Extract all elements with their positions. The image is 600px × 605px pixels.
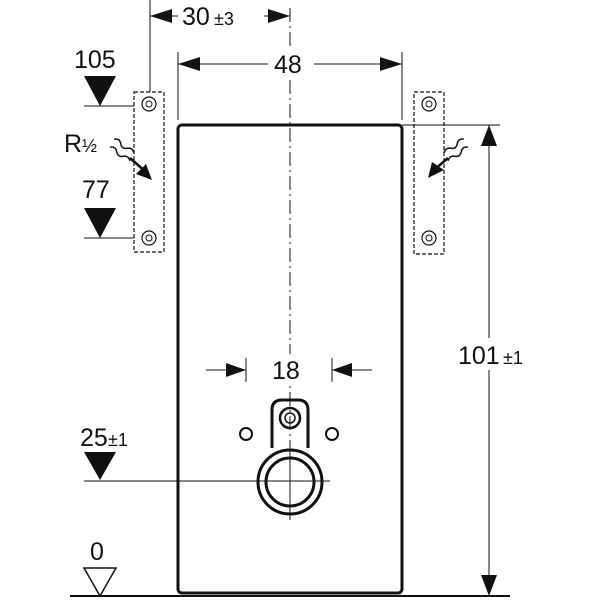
flush-water-inlet-icon xyxy=(270,398,310,448)
dim-18-label: 18 xyxy=(272,357,300,385)
level-25-tolerance: ±1 xyxy=(108,430,128,450)
dim-48-arrow-left xyxy=(178,57,200,71)
dim-48-arrow-right xyxy=(380,57,402,71)
dim-48-label-bg xyxy=(268,50,314,78)
level-0-label: 0 xyxy=(90,538,104,566)
right-mounting-bracket xyxy=(413,91,445,255)
level-105-marker xyxy=(84,76,116,106)
left-water-supply-icon xyxy=(110,138,152,180)
level-0-marker xyxy=(82,567,118,598)
dim-18-label-bg xyxy=(266,354,312,384)
dim-30-arrow-left xyxy=(150,9,172,23)
dim-30-tolerance: ±3 xyxy=(214,9,234,29)
dim-30-label-bg xyxy=(178,2,264,30)
level-105-label: 105 xyxy=(74,46,116,74)
dim-101-label: 101 xyxy=(458,342,500,370)
dim-30-arrow-right xyxy=(268,9,290,23)
left-fixing-bolt-icon xyxy=(239,427,253,441)
dim-101-arrow-top xyxy=(481,125,497,146)
dim-101-label-bg xyxy=(455,338,545,370)
dim-18-arrow-right xyxy=(332,363,352,377)
right-water-supply-icon xyxy=(428,138,468,178)
left-mounting-bracket xyxy=(133,91,165,253)
right-fixing-bolt-icon xyxy=(325,427,339,441)
dim-101-arrow-bottom xyxy=(481,575,497,596)
level-77-label: 77 xyxy=(82,176,110,204)
thread-label: R xyxy=(64,130,82,158)
level-25-label: 25 xyxy=(80,424,108,452)
dim-18-arrow-left xyxy=(226,363,246,377)
dim-48-label: 48 xyxy=(274,51,302,79)
dim-101-tolerance: ±1 xyxy=(503,348,523,368)
dim-30-label: 30 xyxy=(182,3,210,31)
drain-connection-icon xyxy=(256,444,324,520)
level-77-marker xyxy=(84,208,116,238)
level-25-marker xyxy=(84,452,116,480)
module-panel-outline xyxy=(176,123,404,595)
thread-fraction: ½ xyxy=(82,136,97,156)
